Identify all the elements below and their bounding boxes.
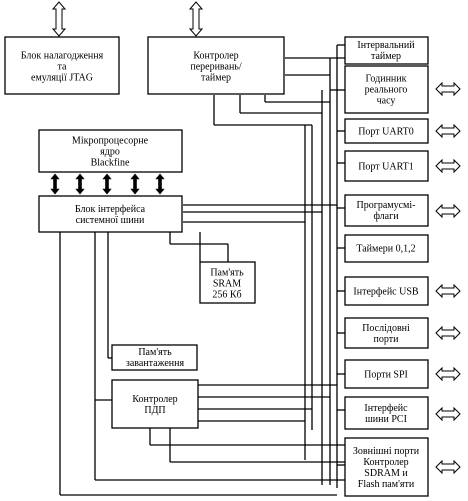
timers-block: Таймери 0,1,2 <box>356 244 415 255</box>
core-label-line: Мікропроцесорне <box>72 136 149 147</box>
uart0-io-arrow <box>435 124 461 138</box>
flags-block: Програмусмі-флаги <box>357 200 416 222</box>
bus-label-line: Блок інтерфейса <box>75 204 146 215</box>
spi-io-arrow <box>435 367 461 381</box>
uart1-block: Порт UART1 <box>358 162 414 173</box>
boot-label-line: завантаження <box>126 358 185 369</box>
ext-io-arrow <box>435 460 461 474</box>
itimer-label-line: Інтервальний <box>357 40 415 51</box>
sram-label-line: Пам'ять <box>210 268 244 279</box>
jtag-label-line: емуляції JTAG <box>31 73 93 84</box>
rtc-label-line: Годинник <box>366 74 407 85</box>
block-frames <box>4 36 429 497</box>
flags-io-arrow <box>435 204 461 218</box>
uart1-label-line: Порт UART1 <box>358 162 414 173</box>
rtc-label-line: реального <box>365 85 408 96</box>
bus-label-line: системної шини <box>76 215 145 226</box>
jtag-io-arrow <box>52 1 66 37</box>
usb-block: Інтерфейс USB <box>353 287 418 298</box>
itimer-label-line: таймер <box>371 51 401 62</box>
irq-label-line: таймер <box>201 73 231 84</box>
sram-label-line: 256 Кб <box>212 290 241 301</box>
serial-label-line: порти <box>374 334 400 345</box>
rtc-io-arrow <box>435 82 461 96</box>
irq-label-line: Контролер <box>193 51 238 62</box>
connection-lines <box>59 44 345 496</box>
dma-label-line: ПДП <box>144 405 165 416</box>
jtag-label-line: Блок налагодження <box>21 51 104 62</box>
ext-label-line: SDRAM и <box>364 468 408 479</box>
uart1-io-arrow <box>435 159 461 173</box>
uart0-label-line: Порт UART0 <box>358 127 414 138</box>
pci-io-arrow <box>435 407 461 421</box>
dma-label-line: Контролер <box>132 394 177 405</box>
core-label-line: ядро <box>100 147 120 158</box>
core-bus-arrows <box>50 173 165 195</box>
timers-label-line: Таймери 0,1,2 <box>356 244 415 255</box>
uart0-block: Порт UART0 <box>358 127 414 138</box>
flags-label-line: флаги <box>373 211 399 222</box>
core-label-line: Blackfine <box>91 158 130 169</box>
serial-label-line: Послідовні <box>362 323 410 334</box>
irq-label-line: переривань/ <box>190 62 242 73</box>
spi-label-line: Порти SPI <box>364 370 408 381</box>
jtag-label-line: та <box>58 62 67 73</box>
serial-io-arrow <box>435 326 461 340</box>
ext-label-line: Зовнішні порти <box>353 446 420 457</box>
ext-label-line: Flash пам'яти <box>358 479 415 490</box>
pci-label-line: шини PCI <box>365 414 407 425</box>
flags-label-line: Програмусмі- <box>357 200 416 211</box>
rtc-label-line: часу <box>377 96 396 107</box>
ext-label-line: Контролер <box>363 457 408 468</box>
usb-io-arrow <box>435 284 461 298</box>
spi-block: Порти SPI <box>364 370 408 381</box>
boot-label-line: Пам'ять <box>138 347 172 358</box>
sram-label-line: SRAM <box>213 279 241 290</box>
irq-io-arrow <box>189 1 203 37</box>
pci-label-line: Інтерфейс <box>364 403 408 414</box>
usb-label-line: Інтерфейс USB <box>353 287 418 298</box>
